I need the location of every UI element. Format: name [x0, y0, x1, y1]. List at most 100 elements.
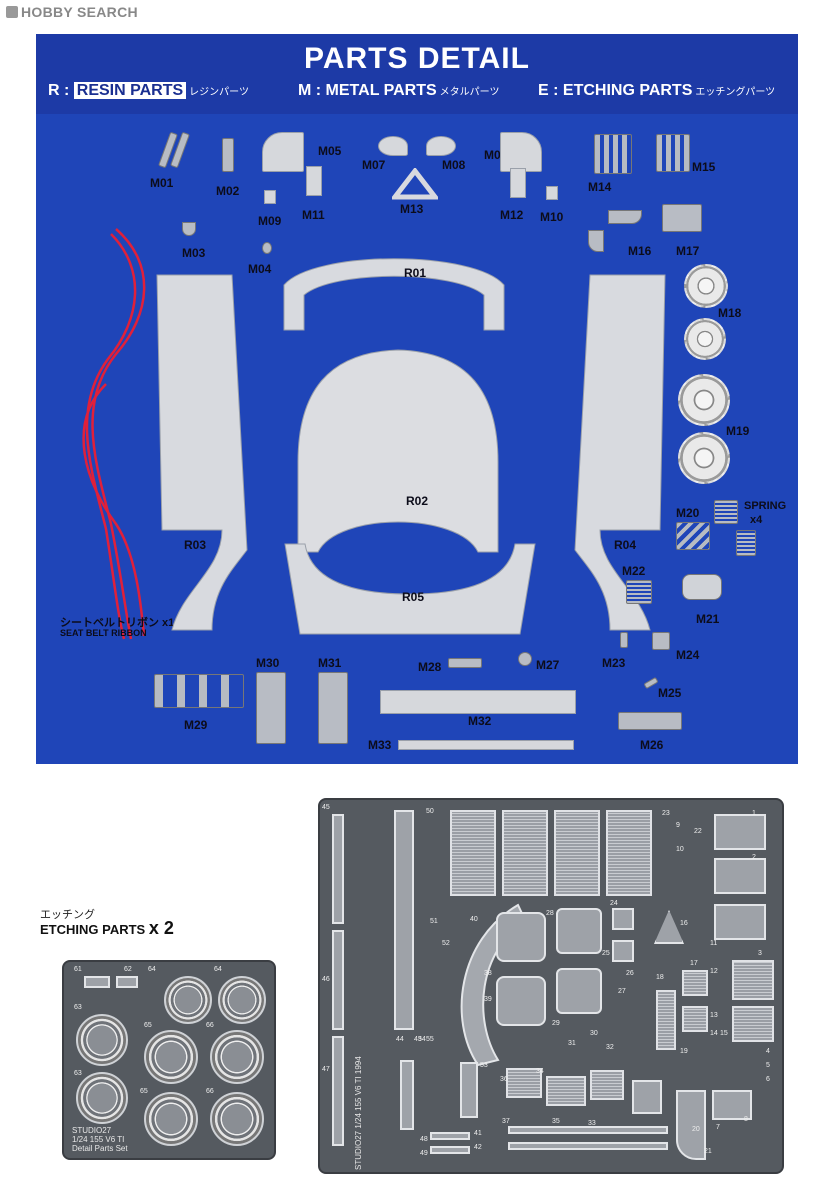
part-m30	[256, 672, 286, 744]
seat-belt-ribbon-image	[82, 228, 146, 640]
etch-3	[714, 904, 766, 940]
part-m06	[500, 132, 542, 172]
label-m25: M25	[658, 686, 682, 700]
etch-ring-64a	[164, 976, 212, 1024]
etch-25	[612, 940, 634, 962]
etching-caption: ETCHING PARTS x 2	[40, 918, 174, 938]
etch-54	[400, 1060, 414, 1130]
etch-7	[676, 1090, 706, 1160]
etch-ring-65b	[144, 1092, 198, 1146]
part-m23	[620, 632, 628, 648]
seat-belt-label-jp: シートベルトリボン x1	[60, 617, 175, 629]
etch-62	[116, 976, 138, 988]
label-m05: M05	[318, 144, 342, 158]
label-m21: M21	[696, 612, 720, 626]
part-m05	[262, 132, 304, 172]
label-spring: SPRING	[744, 500, 787, 512]
part-m33	[398, 740, 574, 750]
label-m28: M28	[418, 660, 442, 674]
etch-39	[496, 976, 546, 1026]
label-m17: M17	[676, 244, 700, 258]
etch-2	[714, 858, 766, 894]
etch-ring-66b	[210, 1092, 264, 1146]
etch-33	[590, 1070, 624, 1100]
part-m17	[662, 204, 702, 232]
label-m22: M22	[622, 564, 646, 578]
small-sheet-text: STUDIO27 1/24 155 V6 TI Detail Parts Set	[72, 1126, 128, 1153]
etch-1	[714, 814, 766, 850]
page-title: PARTS DETAIL	[304, 42, 530, 75]
etch-45	[332, 814, 344, 924]
part-m18a	[684, 264, 728, 308]
part-m07	[378, 136, 408, 156]
part-m03	[182, 222, 196, 236]
part-m02	[222, 138, 234, 172]
etch-29	[556, 968, 602, 1014]
label-m31: M31	[318, 656, 342, 670]
label-m03: M03	[182, 246, 206, 260]
etch-13	[682, 1006, 708, 1032]
etch-18	[656, 990, 676, 1050]
part-m21	[682, 574, 722, 600]
part-m04	[262, 242, 272, 254]
etch-22	[508, 1142, 668, 1150]
label-m18: M18	[718, 306, 742, 320]
label-m33: M33	[368, 738, 392, 752]
label-m13: M13	[400, 202, 424, 216]
label-m15: M15	[692, 160, 716, 174]
part-m11	[306, 166, 322, 196]
part-m18b	[684, 318, 726, 360]
site-logo[interactable]: HOBBY SEARCH	[6, 4, 138, 20]
part-m24	[652, 632, 670, 650]
label-r02: R02	[406, 494, 429, 508]
part-r04	[574, 274, 666, 631]
part-m25	[643, 676, 659, 690]
part-spring-b	[736, 530, 756, 556]
etch-47	[332, 1036, 344, 1146]
part-m32	[380, 690, 576, 714]
etch-ring-66a	[210, 1030, 264, 1084]
part-m16a	[588, 230, 604, 252]
large-sheet-text: STUDIO27 1/24 155 V6 TI 1994	[354, 1056, 363, 1170]
label-m20: M20	[676, 506, 700, 520]
label-m09: M09	[258, 214, 282, 228]
etch-61	[84, 976, 110, 988]
etch-ring-65a	[144, 1030, 198, 1084]
part-m29	[154, 674, 244, 708]
part-m28	[448, 658, 482, 668]
label-m01: M01	[150, 176, 174, 190]
part-r05	[284, 543, 536, 635]
label-r05: R05	[402, 590, 425, 604]
label-m23: M23	[602, 656, 626, 670]
part-m09	[264, 190, 276, 204]
etch-21	[508, 1126, 668, 1134]
etch-28	[556, 908, 602, 954]
etch-mesh-b	[502, 810, 548, 896]
part-m22	[626, 580, 652, 604]
etch-34	[546, 1076, 586, 1106]
etch-16	[654, 910, 684, 944]
etching-caption-jp: エッチング	[40, 909, 95, 921]
part-m19b	[678, 432, 730, 484]
label-r03: R03	[184, 538, 207, 552]
label-r01: R01	[404, 266, 427, 280]
part-m31	[318, 672, 348, 744]
label-m02: M02	[216, 184, 240, 198]
etch-46	[332, 930, 344, 1030]
etch-ring-63a	[76, 1014, 128, 1066]
label-m29: M29	[184, 718, 208, 732]
part-m10	[546, 186, 558, 200]
part-m19a	[678, 374, 730, 426]
part-m08	[426, 136, 456, 156]
label-m19: M19	[726, 424, 750, 438]
part-m14	[594, 134, 632, 174]
part-m16b	[608, 210, 642, 224]
etch-38	[496, 912, 546, 962]
part-r03	[156, 274, 248, 631]
part-m15	[656, 134, 690, 172]
logo-icon	[6, 6, 18, 18]
label-m10: M10	[540, 210, 564, 224]
